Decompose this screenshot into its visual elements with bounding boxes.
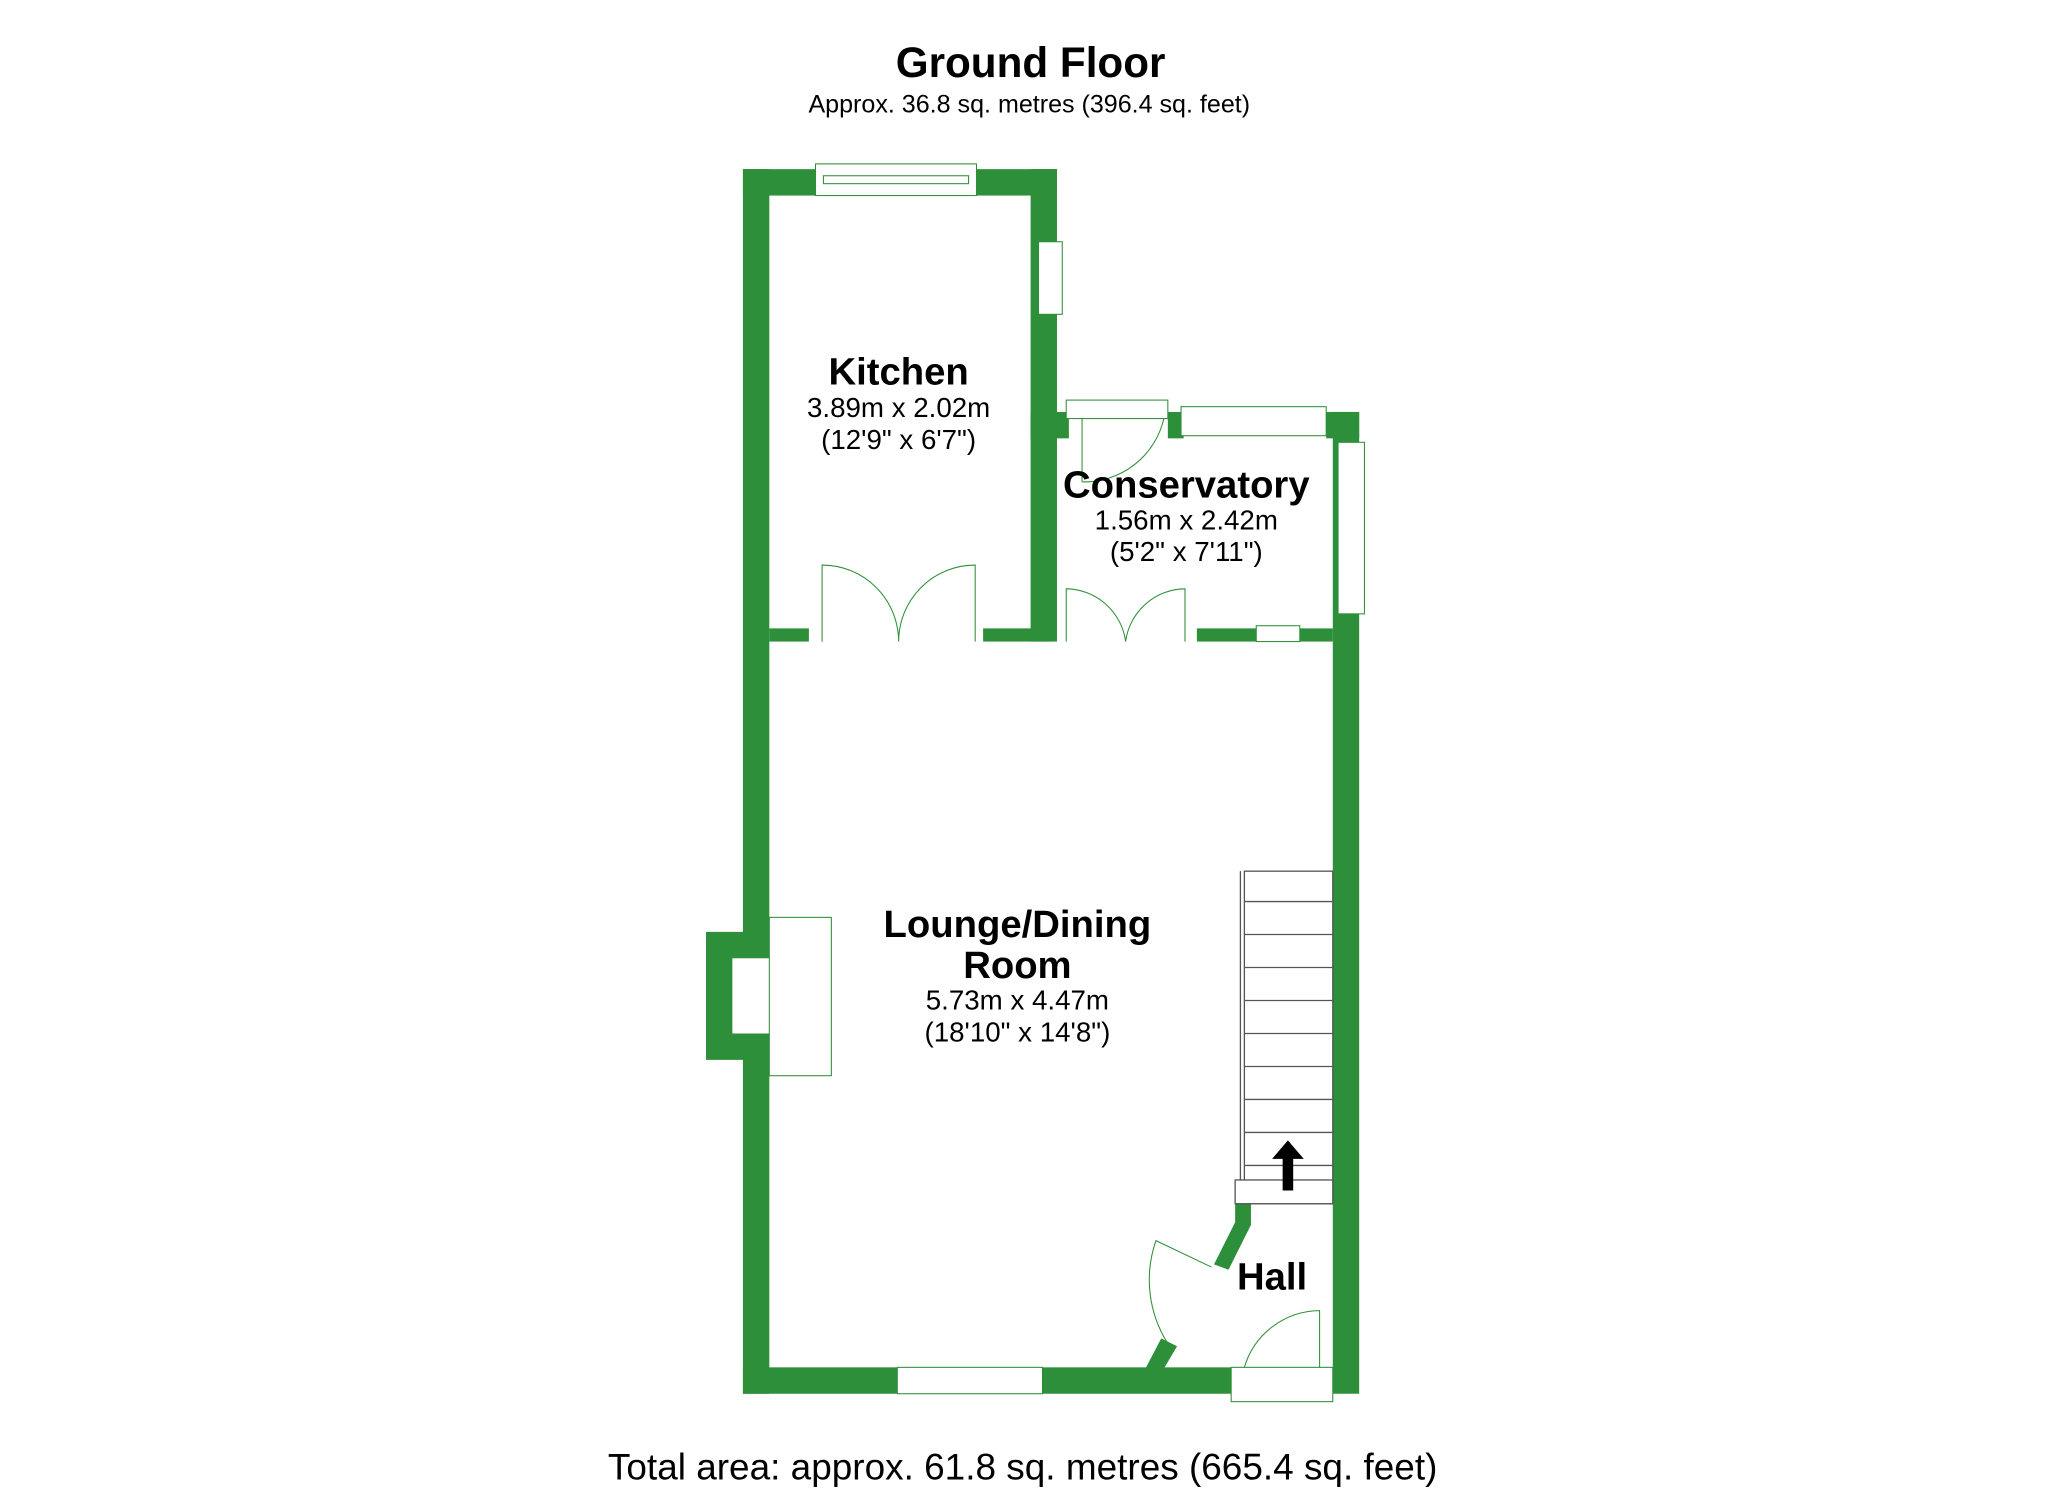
kitchen-imperial: (12'9" x 6'7") [821, 424, 976, 455]
plan-title: Ground Floor [896, 39, 1166, 86]
lounge-metric: 5.73m x 4.47m [926, 985, 1109, 1016]
hall-label: Hall [1237, 1255, 1307, 1298]
conservatory-label: Conservatory [1063, 464, 1310, 507]
walls [705, 169, 1360, 1394]
conservatory-imperial: (5'2" x 7'11") [1110, 536, 1263, 567]
staircase [1234, 870, 1334, 1205]
lounge-label-line2: Room [963, 944, 1071, 987]
lounge-imperial: (18'10" x 14'8") [925, 1016, 1111, 1047]
stairs-up-arrow-icon [1272, 1140, 1304, 1191]
windows [814, 163, 1365, 1403]
kitchen-metric: 3.89m x 2.02m [807, 392, 990, 423]
doors [768, 399, 1321, 1368]
kitchen-label: Kitchen [829, 350, 969, 393]
plan-subtitle: Approx. 36.8 sq. metres (396.4 sq. feet) [808, 90, 1250, 118]
total-area: Total area: approx. 61.8 sq. metres (665… [608, 1447, 1438, 1488]
lounge-label-line1: Lounge/Dining [884, 903, 1152, 946]
conservatory-metric: 1.56m x 2.42m [1095, 504, 1278, 535]
